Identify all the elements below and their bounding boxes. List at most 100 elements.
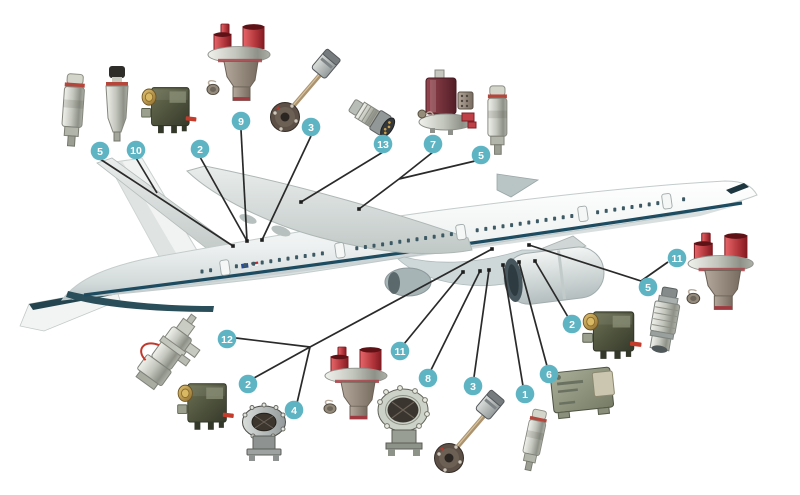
leader-line bbox=[253, 346, 311, 379]
passenger-window bbox=[286, 256, 290, 261]
passenger-window bbox=[209, 268, 213, 273]
anchor-dot bbox=[260, 238, 264, 242]
passenger-window bbox=[303, 254, 307, 258]
passenger-window bbox=[398, 239, 402, 244]
pressure-transducer-top-left bbox=[60, 72, 86, 148]
callout-badge-11: 11 bbox=[390, 341, 410, 361]
flap-fairing-2 bbox=[271, 225, 291, 237]
anchor-dot bbox=[527, 243, 531, 247]
temperature-transducer-black-tip bbox=[105, 65, 129, 142]
callout-badge-2: 2 bbox=[562, 314, 582, 334]
leader-line bbox=[309, 248, 493, 348]
callout-badge-number: 11 bbox=[671, 253, 682, 265]
passenger-window bbox=[432, 234, 436, 239]
wing bbox=[186, 165, 473, 255]
passenger-window bbox=[406, 238, 410, 243]
callout-badge-6: 6 bbox=[539, 364, 559, 384]
callout-badge-number: 2 bbox=[569, 319, 575, 331]
passenger-window bbox=[621, 206, 625, 211]
callout-badge-2: 2 bbox=[190, 139, 210, 159]
callout-badge-number: 10 bbox=[130, 145, 142, 157]
leader-line bbox=[261, 135, 312, 241]
olive-actuator-bottom-left bbox=[177, 383, 235, 431]
butterfly-valve-small bbox=[242, 402, 286, 462]
callout-badge-number: 13 bbox=[377, 139, 389, 151]
passenger-window bbox=[682, 197, 686, 202]
callout-badge-number: 9 bbox=[238, 116, 244, 128]
cabin-doors bbox=[219, 193, 673, 276]
passenger-window bbox=[295, 255, 299, 260]
callout-badge-number: 5 bbox=[97, 146, 103, 158]
passenger-window bbox=[596, 210, 600, 215]
leader-line bbox=[403, 271, 464, 345]
red-dual-port-fuel-coupling-top bbox=[206, 23, 271, 102]
passenger-window bbox=[372, 243, 376, 248]
passenger-window bbox=[441, 233, 445, 238]
callout-badge-number: 3 bbox=[470, 381, 476, 393]
callout-badge-number: 1 bbox=[522, 389, 528, 401]
callout-badge-number: 2 bbox=[197, 144, 203, 156]
passenger-window bbox=[647, 202, 651, 207]
cabin-door bbox=[455, 223, 467, 241]
leader-line bbox=[300, 151, 384, 203]
callout-badge-5: 5 bbox=[90, 141, 110, 161]
passenger-window bbox=[570, 214, 574, 218]
leader-line bbox=[528, 244, 642, 282]
callout-badge-number: 2 bbox=[245, 379, 251, 391]
callout-badge-5: 5 bbox=[638, 277, 658, 297]
callout-badge-13: 13 bbox=[373, 134, 393, 154]
anchor-dot bbox=[231, 244, 235, 248]
passenger-window bbox=[501, 224, 505, 229]
callout-badge-number: 4 bbox=[291, 405, 297, 417]
pressure-transducer-bottom bbox=[518, 407, 549, 473]
anchor-dot bbox=[478, 269, 482, 273]
anchor-dot bbox=[357, 207, 361, 211]
passenger-window bbox=[252, 261, 256, 266]
callout-badge-3: 3 bbox=[301, 117, 321, 137]
engine-exhaust-core bbox=[507, 264, 519, 297]
passenger-window bbox=[656, 201, 660, 206]
leader-line bbox=[473, 269, 490, 378]
passenger-window bbox=[363, 245, 367, 249]
passenger-window bbox=[415, 237, 419, 242]
anchor-dot bbox=[245, 239, 249, 243]
cabin-door bbox=[334, 242, 346, 259]
anchor-dot bbox=[299, 200, 303, 204]
callout-badge-7: 7 bbox=[423, 134, 443, 154]
leader-line bbox=[99, 158, 234, 247]
leader-lines-layer bbox=[99, 129, 669, 404]
passenger-window bbox=[630, 205, 634, 209]
cockpit-windows bbox=[726, 183, 749, 194]
callout-badge-8: 8 bbox=[418, 368, 438, 388]
passenger-window bbox=[553, 216, 557, 221]
callout-badge-number: 5 bbox=[478, 150, 484, 162]
leader-line bbox=[296, 346, 311, 404]
passenger-window bbox=[449, 232, 453, 237]
passenger-window bbox=[604, 208, 608, 213]
fuel-temperature-probe-bottom bbox=[435, 389, 505, 472]
fuel-temperature-probe-top bbox=[271, 48, 341, 131]
callout-badge-5: 5 bbox=[471, 145, 491, 165]
leader-line bbox=[518, 261, 548, 367]
red-dual-port-fuel-coupling-bottom bbox=[323, 346, 388, 420]
electronics-control-box bbox=[549, 366, 617, 420]
leader-line bbox=[240, 129, 248, 242]
callout-badge-number: 6 bbox=[546, 369, 552, 381]
leader-line bbox=[199, 156, 248, 242]
aircraft-illustration bbox=[19, 157, 758, 332]
callout-badge-number: 11 bbox=[394, 346, 405, 358]
callout-badge-9: 9 bbox=[231, 111, 251, 131]
cheatline bbox=[83, 201, 743, 297]
red-dual-port-fuel-coupling-right bbox=[686, 232, 754, 311]
leader-line bbox=[398, 151, 434, 180]
passenger-window bbox=[320, 251, 324, 256]
callout-badge-number: 5 bbox=[645, 282, 651, 294]
passenger-window bbox=[510, 223, 514, 228]
callout-badge-4: 4 bbox=[284, 400, 304, 420]
callout-badge-3: 3 bbox=[463, 376, 483, 396]
passenger-window bbox=[355, 246, 359, 251]
passenger-window bbox=[561, 215, 565, 220]
far-wing-tip bbox=[496, 173, 540, 198]
passenger-window bbox=[518, 221, 522, 226]
